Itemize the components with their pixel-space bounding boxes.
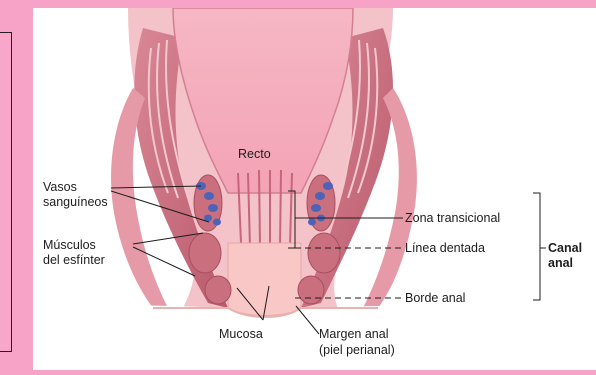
left-pink-panel <box>0 0 33 375</box>
label-canal-line2: anal <box>548 256 573 270</box>
label-margen-line1: Margen anal <box>319 327 389 341</box>
anal-canal-diagram: Recto Vasos sanguíneos Músculos del esfí… <box>33 8 596 370</box>
label-mucosa: Mucosa <box>219 327 263 341</box>
perianal-skin <box>33 305 596 370</box>
label-borde-anal: Borde anal <box>405 291 465 305</box>
label-vasos-line2: sanguíneos <box>43 195 108 209</box>
label-margen-line2: (piel perianal) <box>319 343 395 357</box>
label-canal-line1: Canal <box>548 241 582 255</box>
label-linea-dentada: Línea dentada <box>405 241 485 255</box>
label-recto: Recto <box>238 147 271 161</box>
label-zona-transicional: Zona transicional <box>405 211 500 225</box>
anal-canal-mucosa <box>228 243 301 316</box>
anatomy-figure: Recto Vasos sanguíneos Músculos del esfí… <box>33 8 596 370</box>
label-musculos-line1: Músculos <box>43 238 96 252</box>
left-outlined-box <box>0 32 12 352</box>
label-vasos-line1: Vasos <box>43 180 77 194</box>
label-musculos-line2: del esfínter <box>43 253 105 267</box>
